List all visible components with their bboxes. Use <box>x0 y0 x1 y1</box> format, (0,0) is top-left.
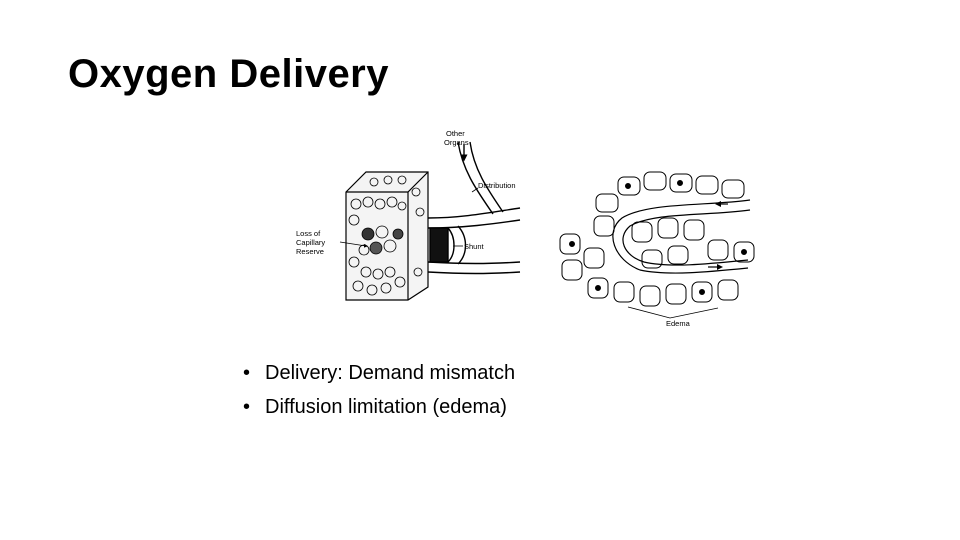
label-edema: Edema <box>666 319 691 328</box>
label-other-organs-2: Organs <box>444 138 469 147</box>
bullet-list: Delivery: Demand mismatch Diffusion limi… <box>243 356 515 424</box>
label-distribution: Distribution <box>478 181 516 190</box>
edema-bracket <box>627 306 719 319</box>
label-loss-2: Capillary <box>296 238 325 247</box>
tissue-block <box>345 171 429 301</box>
label-other-organs-1: Other <box>446 129 465 138</box>
label-shunt: Shunt <box>464 242 485 251</box>
illustration-svg: Other Organs Distribution Loss of Capill… <box>296 129 755 328</box>
oxygen-delivery-illustration: Other Organs Distribution Loss of Capill… <box>288 122 758 332</box>
bullet-item: Delivery: Demand mismatch <box>243 356 515 390</box>
cell-cluster <box>559 171 755 307</box>
right-capillary <box>612 199 751 274</box>
label-loss-1: Loss of <box>296 229 321 238</box>
label-loss-3: Reserve <box>296 247 324 256</box>
capillary-vessels <box>427 141 521 275</box>
slide-title: Oxygen Delivery <box>68 52 389 96</box>
bullet-item: Diffusion limitation (edema) <box>243 390 515 424</box>
